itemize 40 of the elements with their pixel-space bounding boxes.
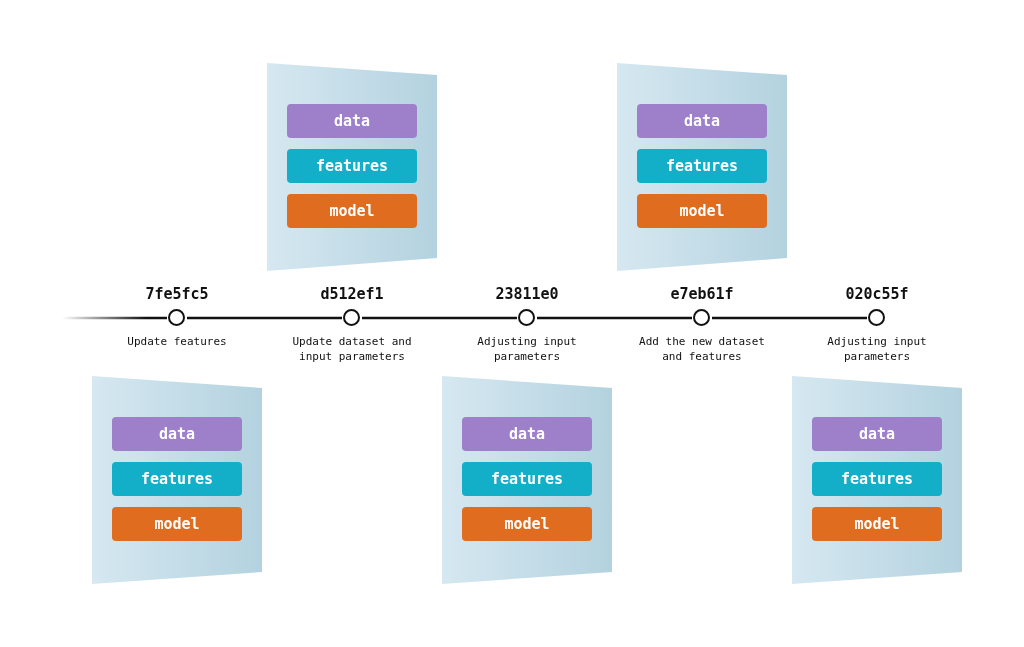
- timeline-dot: [343, 309, 360, 326]
- timeline-line: [362, 316, 517, 320]
- commit-hash: e7eb61f: [669, 285, 735, 303]
- timeline-line: [712, 316, 867, 320]
- component-label: model: [812, 507, 942, 541]
- commit-hash: 7fe5fc5: [144, 285, 210, 303]
- component-label: features: [462, 462, 592, 496]
- component-label: model: [112, 507, 242, 541]
- card-panel: [792, 376, 962, 584]
- commit-hash: 23811e0: [494, 285, 560, 303]
- commit-message: Update dataset and input parameters: [291, 334, 413, 364]
- commit-hash: 020c55f: [844, 285, 910, 303]
- component-label: data: [112, 417, 242, 451]
- component-label: model: [287, 194, 417, 228]
- component-label: model: [637, 194, 767, 228]
- component-label: data: [637, 104, 767, 138]
- card-panel: [442, 376, 612, 584]
- component-label: features: [112, 462, 242, 496]
- timeline-line: [62, 316, 167, 320]
- component-label: data: [462, 417, 592, 451]
- component-label: features: [812, 462, 942, 496]
- timeline-line: [187, 316, 342, 320]
- timeline-dot: [518, 309, 535, 326]
- commit-hash: d512ef1: [319, 285, 385, 303]
- commit-message: Adjusting input parameters: [826, 334, 928, 364]
- card-panel: [617, 63, 787, 271]
- timeline-dot: [168, 309, 185, 326]
- component-label: features: [287, 149, 417, 183]
- commit-message: Adjusting input parameters: [476, 334, 578, 364]
- commit-message: Add the new dataset and features: [638, 334, 766, 364]
- timeline-dot: [868, 309, 885, 326]
- timeline-line: [537, 316, 692, 320]
- timeline-dot: [693, 309, 710, 326]
- component-label: features: [637, 149, 767, 183]
- component-label: data: [812, 417, 942, 451]
- card-panel: [92, 376, 262, 584]
- component-label: model: [462, 507, 592, 541]
- commit-message: Update features: [126, 334, 228, 349]
- card-panel: [267, 63, 437, 271]
- component-label: data: [287, 104, 417, 138]
